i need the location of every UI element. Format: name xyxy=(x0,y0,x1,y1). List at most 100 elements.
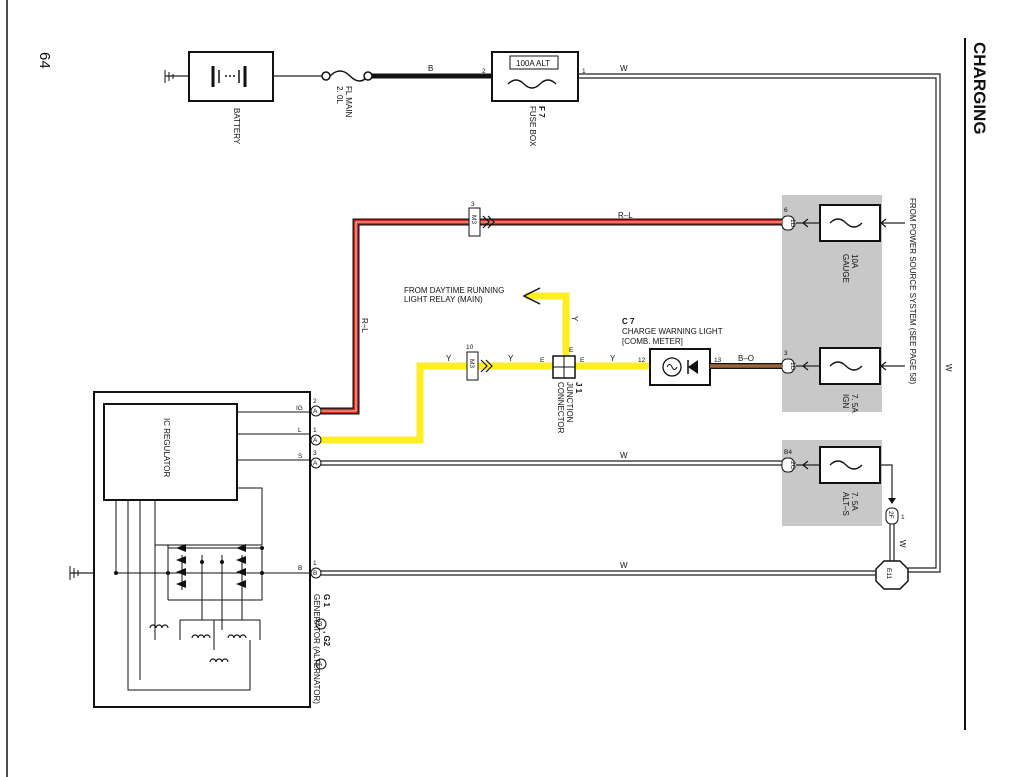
wire-w-b xyxy=(320,570,876,576)
conn-2f-label: 2F xyxy=(887,511,894,519)
wire-label-w-2f: W xyxy=(898,540,907,548)
wire-label-w-b: W xyxy=(620,561,628,570)
wire-y-l xyxy=(320,362,650,444)
terminal-ig: IG xyxy=(296,405,303,412)
terminal-ig-conn: A xyxy=(313,408,318,415)
ign-fuse xyxy=(819,347,905,385)
power-source-label: FROM POWER SOURCE SYSTEM (SEE PAGE 58) xyxy=(908,198,917,384)
alt-fuse-label: FUSE BOX xyxy=(528,106,537,147)
conn-1d-ign-label: 1D xyxy=(789,362,796,371)
ic-regulator-box xyxy=(103,403,238,501)
alts-arrow xyxy=(888,498,896,504)
terminal-b-conn: B xyxy=(313,570,317,577)
conn-1d-gauge-label: 1D xyxy=(789,219,796,228)
wire-label-b: B xyxy=(428,64,433,73)
wire-w-s xyxy=(320,460,782,466)
generator-ground xyxy=(69,566,94,580)
junction-connector xyxy=(552,355,576,379)
wire-label-rl-top: R–L xyxy=(618,211,633,220)
conn-m3-top-pin: 3 xyxy=(471,201,475,208)
fusible-link-symbol xyxy=(321,70,373,82)
wire-rl xyxy=(320,219,782,414)
junction-pin-e-1: E xyxy=(540,357,545,364)
terminal-b-pin: 1 xyxy=(313,560,317,567)
terminal-ig-pin: 2 xyxy=(313,398,317,405)
conn-m3-mid-pin: 10 xyxy=(466,344,474,351)
generator-conn-a-circle xyxy=(315,658,327,670)
ign-pin: 3 xyxy=(784,350,788,357)
battery-label: BATTERY xyxy=(232,108,241,145)
ign-fuse-label: IGN xyxy=(841,394,850,408)
terminal-b: B xyxy=(298,565,302,572)
junction-pin-e-2: E xyxy=(569,347,574,354)
alts-fuse-rating: 7. 5A xyxy=(850,492,859,511)
fuse-pin-2: 2 xyxy=(482,68,486,75)
gauge-fuse-label: GAUGE xyxy=(841,254,850,283)
terminal-l: L xyxy=(298,427,302,434)
battery-ground xyxy=(164,70,189,83)
charge-warning-light xyxy=(649,348,711,386)
page-number: 64 xyxy=(36,52,53,69)
junction-id: J 1 xyxy=(574,382,583,394)
battery-symbol xyxy=(188,51,274,102)
ground-e11 xyxy=(875,560,909,590)
stator-coils xyxy=(149,624,247,663)
wire-label-w-s: W xyxy=(620,451,628,460)
junction-line2: CONNECTOR xyxy=(556,382,565,434)
ign-fuse-rating: 7. 5A xyxy=(850,394,859,413)
charge-light-pin-13: 13 xyxy=(714,357,722,364)
junction-line1: JUNCTION xyxy=(565,382,574,423)
alts-fuse-label: ALT–S xyxy=(841,492,850,516)
wire-label-w-right: W xyxy=(944,364,953,372)
wire-label-y-2: Y xyxy=(508,354,514,363)
conn-2f-pin: 1 xyxy=(901,514,905,521)
terminal-l-pin: 1 xyxy=(313,427,317,434)
gauge-pin: 6 xyxy=(784,207,788,214)
ground-e11-label: E11 xyxy=(885,568,892,579)
drl-label-2: LIGHT RELAY (MAIN) xyxy=(404,295,483,304)
ic-regulator-label: IC REGULATOR xyxy=(162,418,171,477)
conn-m3-mid-label: M3 xyxy=(468,359,475,368)
terminal-connectors xyxy=(310,405,322,579)
conn-2c-label: 2C xyxy=(789,461,796,470)
wire-label-y-1: Y xyxy=(446,354,452,363)
terminal-s-pin: 3 xyxy=(313,450,317,457)
drl-label-1: FROM DAYTIME RUNNING xyxy=(404,286,504,295)
charge-light-line2: [COMB. METER] xyxy=(622,337,683,346)
wire-label-w-top: W xyxy=(620,64,628,73)
rectifier-diodes xyxy=(176,544,246,588)
generator-id: G 1 xyxy=(322,594,331,607)
wire-alts-down xyxy=(880,464,893,500)
alt-fuse-id: F 7 xyxy=(537,106,546,118)
wire-rl-outline xyxy=(320,218,782,415)
wire-rl-center xyxy=(320,221,782,412)
conn-m3-top-label: M3 xyxy=(470,215,477,224)
wire-label-rl-left: R–L xyxy=(360,318,369,333)
junction-pin-e-3: E xyxy=(580,357,585,364)
wire-label-y-drl: Y xyxy=(570,316,579,322)
charge-light-line1: CHARGE WARNING LIGHT xyxy=(622,327,723,336)
fl-main-label-1: FL MAIN xyxy=(344,86,353,117)
wire-w-2f-e11 xyxy=(889,524,895,562)
charge-light-pin-12: 12 xyxy=(638,357,646,364)
generator-conn-a: A xyxy=(318,661,323,668)
gauge-fuse xyxy=(819,204,905,242)
terminal-l-conn: A xyxy=(313,437,318,444)
alt-fuse-rating: 100A ALT xyxy=(516,59,550,68)
regulator-terminal-lines xyxy=(237,411,310,461)
conn-m3-top xyxy=(468,207,495,237)
conn-m3-mid xyxy=(466,351,493,381)
conn-2f xyxy=(885,507,899,525)
generator-sub: GENERATOR (ALTERNATOR) xyxy=(312,594,321,704)
drl-arrow xyxy=(522,287,541,305)
gauge-fuse-rating: 10A xyxy=(850,254,859,269)
terminal-s: S xyxy=(298,453,303,460)
generator-mid: , G2 xyxy=(322,631,331,647)
wire-w-main xyxy=(578,73,941,573)
wire-y-drl xyxy=(526,292,570,358)
terminal-s-conn: A xyxy=(313,460,318,467)
wire-label-y-3: Y xyxy=(610,354,616,363)
wire-label-bo: B–O xyxy=(738,354,754,363)
generator-conn-b-circle xyxy=(315,618,327,630)
junction-dots xyxy=(114,546,264,575)
